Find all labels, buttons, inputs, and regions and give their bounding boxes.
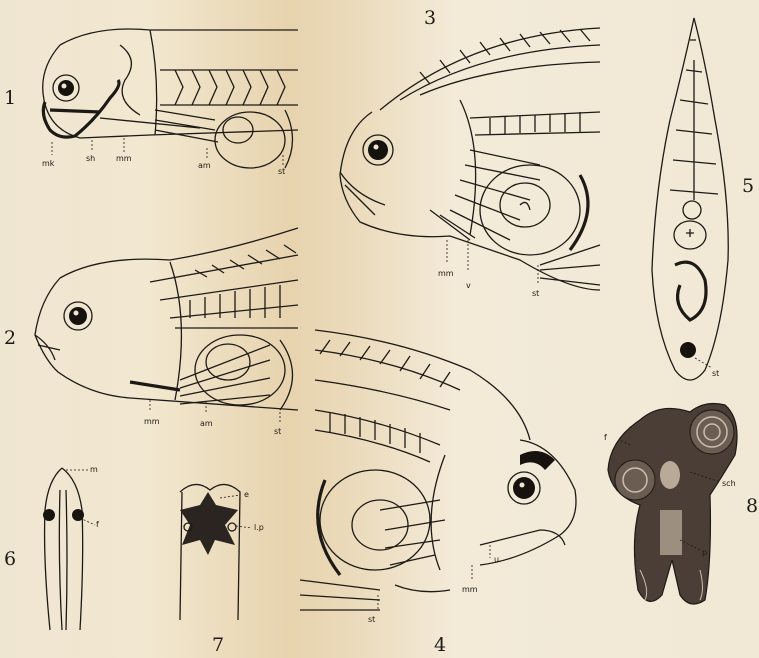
label-st-fig2: st [274, 427, 281, 436]
figure-number-6: 6 [4, 548, 16, 570]
figure-6-dorsal-view [43, 468, 95, 630]
label-mm-fig1: mm [116, 154, 132, 163]
figure-number-3: 3 [424, 7, 436, 29]
figure-number-7: 7 [212, 634, 224, 656]
label-mk: mk [42, 159, 55, 168]
label-f-fig6: f [96, 520, 99, 529]
figure-7-section [180, 484, 252, 620]
label-st-fig5: st [712, 369, 719, 378]
label-sch-fig8: sch [722, 479, 736, 488]
label-e-fig7: e [244, 490, 249, 499]
figure-number-5: 5 [742, 175, 754, 197]
label-st-fig3: st [532, 289, 539, 298]
label-m-fig6: m [90, 465, 98, 474]
label-mm-fig3: mm [438, 269, 454, 278]
label-mm-fig2: mm [144, 417, 160, 426]
label-p-fig8: p [702, 548, 707, 557]
figure-5-cross-section [652, 18, 728, 380]
label-mm-fig4: mm [462, 585, 478, 594]
figure-number-1: 1 [4, 87, 16, 109]
label-st-fig4: st [368, 615, 375, 624]
label-am-fig1: am [198, 161, 211, 170]
label-lp-fig7: l.p [254, 523, 264, 532]
label-f-fig8: f [604, 433, 607, 442]
figure-number-4: 4 [434, 634, 446, 656]
figure-number-2: 2 [4, 327, 16, 349]
label-st-fig1: st [278, 167, 285, 176]
figure-3-fish-head [340, 28, 600, 290]
figure-2-larva-head [35, 228, 298, 422]
figure-8-histological-section [608, 404, 737, 604]
label-u-fig4: u [494, 555, 499, 564]
figure-4-fish-head [300, 330, 576, 610]
label-sh: sh [86, 154, 95, 163]
label-am-fig2: am [200, 419, 213, 428]
figure-1-larva-head [43, 29, 298, 168]
label-v-fig3: v [466, 281, 471, 290]
figure-number-8: 8 [746, 495, 758, 517]
